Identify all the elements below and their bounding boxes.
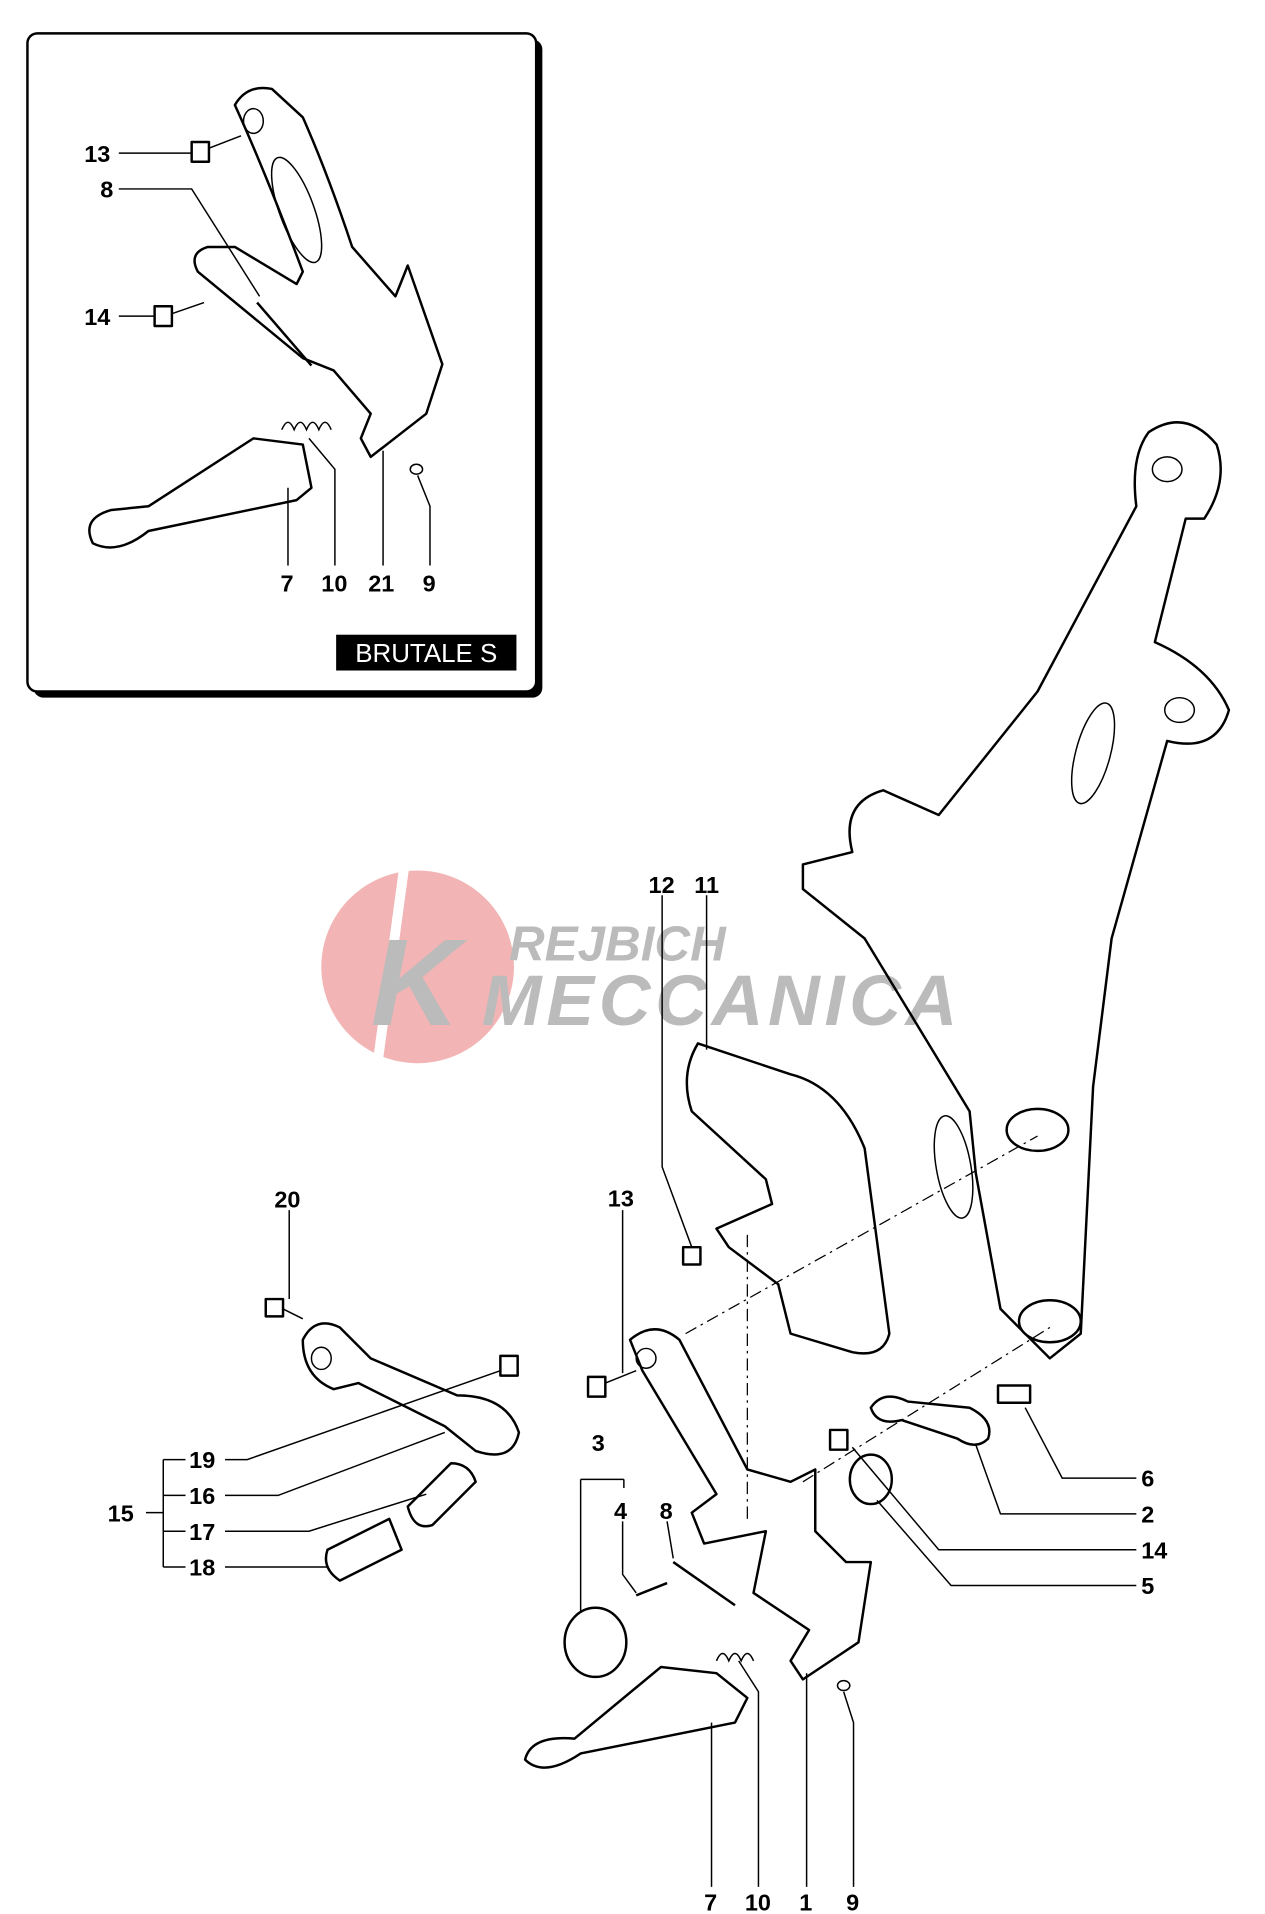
rubber-18	[324, 1517, 403, 1582]
inset-label-21: 21	[368, 570, 394, 596]
link-2	[869, 1395, 991, 1446]
washer-5	[848, 1453, 894, 1506]
watermark-line1: REJBICH	[509, 917, 727, 972]
bushing-3	[563, 1606, 628, 1679]
inset-footpeg-bracket	[193, 86, 444, 459]
gear-lever	[301, 1322, 521, 1456]
footpeg-holder-1	[628, 1328, 873, 1681]
spring-10	[715, 1652, 755, 1663]
watermark-circle	[321, 870, 514, 1064]
label-16: 16	[189, 1483, 215, 1509]
label-8: 8	[660, 1498, 673, 1524]
watermark-initial: K	[371, 914, 468, 1052]
label-19: 19	[189, 1447, 215, 1473]
label-7: 7	[704, 1889, 717, 1914]
inset-label-8: 8	[100, 177, 113, 203]
bolt-6	[996, 1384, 1032, 1405]
label-4: 4	[614, 1498, 627, 1524]
watermark-line2: MECCANICA	[482, 961, 957, 1041]
bolt-20	[264, 1297, 285, 1318]
inset-spring-10	[281, 421, 332, 432]
inset-bolt-14	[153, 305, 174, 328]
bolt-19	[499, 1354, 519, 1377]
label-18: 18	[189, 1555, 215, 1581]
inset-brutale-s: 13 8 14 7 10 21 9 BRUTALE S	[26, 32, 543, 698]
inset-label-10: 10	[321, 570, 347, 596]
label-13: 13	[608, 1185, 634, 1211]
frame-bracket	[801, 421, 1231, 1360]
inset-title: BRUTALE S	[355, 640, 497, 668]
inset-label-13: 13	[84, 141, 110, 167]
bolt-14	[828, 1428, 849, 1451]
footpeg-7	[523, 1665, 749, 1769]
label-2: 2	[1141, 1502, 1154, 1528]
pin-8	[672, 1561, 736, 1607]
label-17: 17	[189, 1519, 215, 1545]
pin-4	[635, 1581, 668, 1597]
inset-bolt-13	[190, 140, 211, 163]
bolt-13	[586, 1375, 607, 1398]
label-20: 20	[274, 1187, 300, 1213]
label-14: 14	[1141, 1537, 1167, 1563]
label-5: 5	[1141, 1573, 1154, 1599]
inset-pin-8	[256, 301, 313, 367]
label-3: 3	[592, 1430, 605, 1456]
pin-17	[406, 1462, 477, 1528]
inset-footpeg-7	[88, 437, 313, 549]
label-10: 10	[745, 1889, 771, 1914]
bolt-12	[681, 1245, 702, 1266]
label-12: 12	[649, 872, 675, 898]
label-1: 1	[799, 1889, 812, 1914]
label-11: 11	[694, 872, 719, 898]
watermark-logo: K REJBICH MECCANICA	[321, 867, 957, 1069]
inset-label-14: 14	[84, 304, 110, 330]
heel-guard-11	[685, 1042, 891, 1355]
inset-label-7: 7	[281, 570, 294, 596]
inset-label-9: 9	[423, 570, 436, 596]
label-9: 9	[846, 1889, 859, 1914]
label-6: 6	[1141, 1466, 1154, 1492]
label-15: 15	[108, 1500, 134, 1526]
